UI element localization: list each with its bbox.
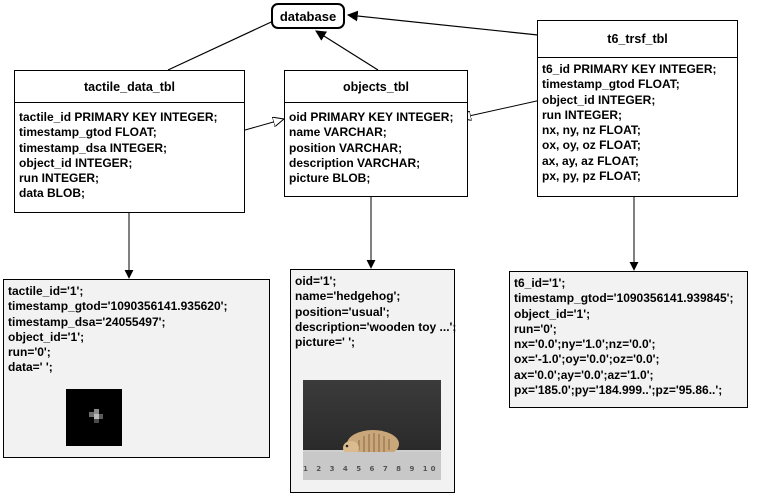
objects-field: name VARCHAR; bbox=[289, 125, 387, 140]
trsf-record-line: t6_id='1'; bbox=[514, 276, 566, 290]
objects-to-database-arrow bbox=[315, 30, 379, 71]
objects-record-line: oid='1'; bbox=[295, 274, 337, 288]
tactile-record-line: data=' '; bbox=[8, 360, 53, 375]
trsf-fk-arrow bbox=[460, 97, 551, 118]
tactile-field: object_id INTEGER; bbox=[19, 155, 133, 170]
objects-field: oid PRIMARY KEY INTEGER; bbox=[289, 110, 454, 124]
trsf-record-line: nx='0.0';ny='1.0';nz='0.0'; bbox=[514, 337, 656, 352]
tactile-image bbox=[66, 389, 122, 446]
tactile-table: tactile_data_tbl tactile_id PRIMARY KEY … bbox=[14, 70, 245, 213]
objects-record-line: picture=' '; bbox=[295, 335, 356, 350]
trsf-record-line: ax='0.0';ay='0.0';az='1.0'; bbox=[514, 367, 654, 382]
tactile-field: timestamp_dsa INTEGER; bbox=[19, 140, 168, 155]
trsf-field: t6_id PRIMARY KEY INTEGER; bbox=[542, 62, 717, 76]
trsf-record-line: run='0'; bbox=[514, 321, 557, 336]
trsf-table-fields: t6_id PRIMARY KEY INTEGER; timestamp_gto… bbox=[538, 58, 737, 184]
tactile-record-line: object_id='1'; bbox=[8, 329, 85, 344]
tactile-record: tactile_id='1'; timestamp_gtod='10903561… bbox=[3, 279, 270, 458]
trsf-field: ox, oy, oz FLOAT; bbox=[542, 138, 641, 153]
trsf-table: t6_trsf_tbl t6_id PRIMARY KEY INTEGER; t… bbox=[537, 20, 738, 197]
tactile-record-line: run='0'; bbox=[8, 345, 51, 360]
objects-record: oid='1'; name='hedgehog'; position='usua… bbox=[290, 269, 457, 493]
trsf-field: timestamp_gtod FLOAT; bbox=[542, 77, 680, 92]
trsf-record-line: ox='-1.0';oy='0.0';oz='0.0'; bbox=[514, 352, 660, 367]
objects-table-title: objects_tbl bbox=[285, 71, 467, 103]
hedgehog-photo: 1 2 3 4 5 6 7 8 9 10 11 12 bbox=[303, 380, 441, 480]
trsf-table-title: t6_trsf_tbl bbox=[538, 21, 737, 58]
trsf-field: nx, ny, nz FLOAT; bbox=[542, 123, 641, 138]
objects-record-line: name='hedgehog'; bbox=[295, 289, 401, 304]
tactile-table-fields: tactile_id PRIMARY KEY INTEGER; timestam… bbox=[15, 103, 244, 202]
trsf-to-database-arrow bbox=[346, 10, 539, 36]
tactile-record-line: tactile_id='1'; bbox=[8, 284, 84, 298]
objects-table: objects_tbl oid PRIMARY KEY INTEGER; nam… bbox=[284, 70, 468, 197]
tactile-table-title: tactile_data_tbl bbox=[15, 71, 244, 103]
trsf-field: px, py, pz FLOAT; bbox=[542, 169, 641, 184]
database-node: database bbox=[271, 3, 345, 29]
photo-ruler: 1 2 3 4 5 6 7 8 9 10 11 12 bbox=[303, 452, 441, 480]
tactile-record-line: timestamp_dsa='24055497'; bbox=[8, 314, 166, 329]
tactile-field: data BLOB; bbox=[19, 186, 85, 201]
trsf-field: object_id INTEGER; bbox=[542, 92, 656, 107]
tactile-field: tactile_id PRIMARY KEY INTEGER; bbox=[19, 110, 218, 124]
trsf-field: run INTEGER; bbox=[542, 107, 622, 122]
trsf-record-line: object_id='1'; bbox=[514, 306, 591, 321]
trsf-record-line: px='185.0';py='184.999..';pz='95.86..'; bbox=[514, 383, 723, 398]
trsf-record: t6_id='1'; timestamp_gtod='1090356141.93… bbox=[509, 271, 748, 408]
trsf-record-line: timestamp_gtod='1090356141.939845'; bbox=[514, 291, 734, 306]
objects-table-fields: oid PRIMARY KEY INTEGER; name VARCHAR; p… bbox=[285, 103, 467, 186]
objects-field: description VARCHAR; bbox=[289, 155, 421, 170]
objects-field: position VARCHAR; bbox=[289, 140, 403, 155]
objects-record-line: description='wooden toy ...'; bbox=[295, 319, 457, 334]
database-label: database bbox=[279, 8, 337, 24]
trsf-field: ax, ay, az FLOAT; bbox=[542, 153, 639, 168]
tactile-field: timestamp_gtod FLOAT; bbox=[19, 125, 157, 140]
tactile-record-line: timestamp_gtod='1090356141.935620'; bbox=[8, 299, 228, 314]
tactile-to-database-arrow bbox=[167, 16, 283, 71]
objects-record-line: position='usual'; bbox=[295, 304, 390, 319]
tactile-field: run INTEGER; bbox=[19, 171, 99, 186]
objects-field: picture BLOB; bbox=[289, 171, 371, 186]
